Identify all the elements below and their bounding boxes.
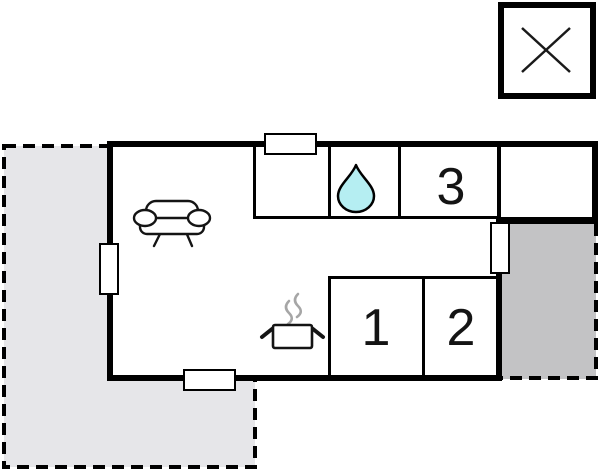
crossed-square-diagonal-2 xyxy=(521,27,571,73)
annex-bottom-wall xyxy=(496,217,598,224)
bottom-wall xyxy=(107,375,502,381)
entry-room-left-partition xyxy=(253,147,256,219)
right-window-marker xyxy=(490,222,510,274)
cooking-pot-icon xyxy=(260,323,325,350)
terrace-right xyxy=(502,221,598,380)
crossed-square-icon xyxy=(498,2,596,99)
pot-right-handle xyxy=(311,327,325,339)
bathroom-left-partition xyxy=(328,147,331,219)
room3-right-partition xyxy=(497,147,501,219)
right-wall xyxy=(496,217,502,381)
steam-wave-left xyxy=(284,299,294,326)
terrace-right-area xyxy=(502,221,596,379)
pot-left-handle xyxy=(260,327,274,339)
top-rooms-bottom-partition xyxy=(253,216,500,219)
bathroom-right-partition xyxy=(398,147,401,219)
sofa-right-armrest xyxy=(186,208,212,228)
steam-wave-right xyxy=(293,292,303,319)
bottom-window-marker xyxy=(183,369,236,391)
room1-left-partition xyxy=(328,276,331,377)
windows xyxy=(99,133,510,391)
sofa-left-armrest xyxy=(132,208,158,228)
terrace-right-dashed-border xyxy=(502,224,598,380)
partition-walls xyxy=(253,147,501,377)
annex-right-wall xyxy=(592,141,598,224)
kitchen-symbol xyxy=(260,292,325,350)
steam-icon xyxy=(284,292,303,326)
top-window-marker xyxy=(264,133,317,155)
room-1-label: 1 xyxy=(362,299,391,357)
pot-body xyxy=(271,323,314,350)
room-3-label: 3 xyxy=(437,158,466,216)
room-2-label: 2 xyxy=(447,299,476,357)
sofa-icon xyxy=(132,199,212,248)
room1-room2-partition xyxy=(422,276,425,377)
water-drop-icon xyxy=(336,163,376,214)
left-window-marker xyxy=(99,243,119,295)
rooms12-top-partition xyxy=(328,276,498,279)
annex-floor xyxy=(499,144,593,220)
top-wall xyxy=(107,141,598,147)
